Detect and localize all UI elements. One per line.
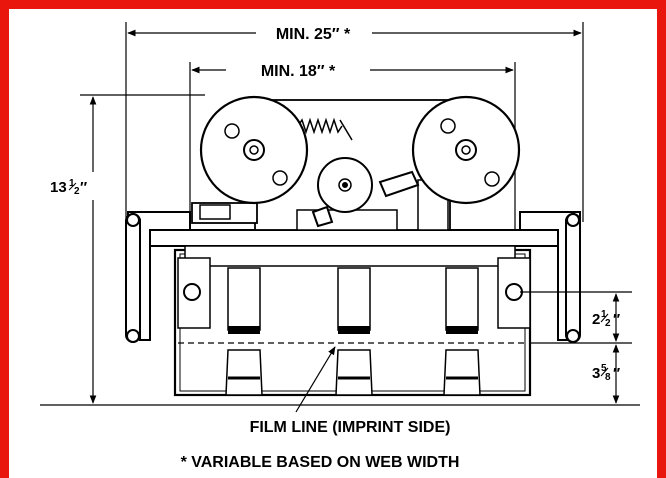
overall-width-label: MIN. 25″ *: [276, 26, 351, 43]
linkage-arm: [199, 170, 420, 228]
height-whole: 13: [50, 179, 67, 196]
tension-spring: [297, 117, 343, 135]
film-line-leader: [295, 346, 336, 413]
height-unit: ″: [80, 179, 87, 196]
print-pad-lower-3: [443, 349, 481, 396]
right-vertical-dimensions: [520, 291, 632, 404]
left-supply-reel: [199, 95, 309, 205]
height-dimension: [40, 94, 640, 406]
overall-width-dimension: [125, 22, 584, 222]
film-offset-whole: 3: [592, 365, 600, 382]
roller-offset-den: 2: [605, 318, 611, 329]
film-line-caption: FILM LINE (IMPRINT SIDE): [250, 419, 451, 436]
film-offset-den: 8: [605, 372, 611, 383]
footnote-caption: * VARIABLE BASED ON WEB WIDTH: [181, 454, 460, 471]
right-takeup-reel: [411, 95, 521, 205]
inner-width-label: MIN. 18″ *: [261, 63, 336, 80]
left-guide-arm: [125, 213, 141, 343]
inner-rail: [184, 245, 516, 267]
height-den: 2: [74, 186, 80, 197]
mounting-plate: [142, 229, 564, 247]
film-offset-label: 3 5 8 ″: [592, 363, 620, 383]
center-carriage: [296, 209, 398, 231]
left-guide-roller-bottom: [126, 329, 140, 343]
print-head-upper-3: [445, 267, 479, 331]
right-guide-roller-bottom: [566, 329, 580, 343]
left-idler-roller: [183, 283, 201, 301]
film-offset-unit: ″: [613, 365, 620, 382]
center-drive-wheel: [317, 157, 373, 213]
height-label: 13 1 2 ″: [50, 178, 87, 197]
print-head-upper-2: [337, 267, 371, 331]
roller-offset-num: 1: [601, 309, 607, 320]
roller-offset-unit: ″: [613, 311, 620, 328]
height-num: 1: [69, 178, 75, 189]
film-offset-num: 5: [601, 363, 607, 374]
print-pad-lower-1: [225, 349, 263, 396]
right-guide-roller-top: [566, 213, 580, 227]
roller-offset-whole: 2: [592, 311, 600, 328]
left-guide-roller-top: [126, 213, 140, 227]
print-head-upper-1: [227, 267, 261, 331]
right-guide-arm: [565, 213, 581, 343]
print-pad-lower-2: [335, 349, 373, 396]
right-idler-roller: [505, 283, 523, 301]
roller-offset-label: 2 1 2 ″: [592, 309, 620, 329]
